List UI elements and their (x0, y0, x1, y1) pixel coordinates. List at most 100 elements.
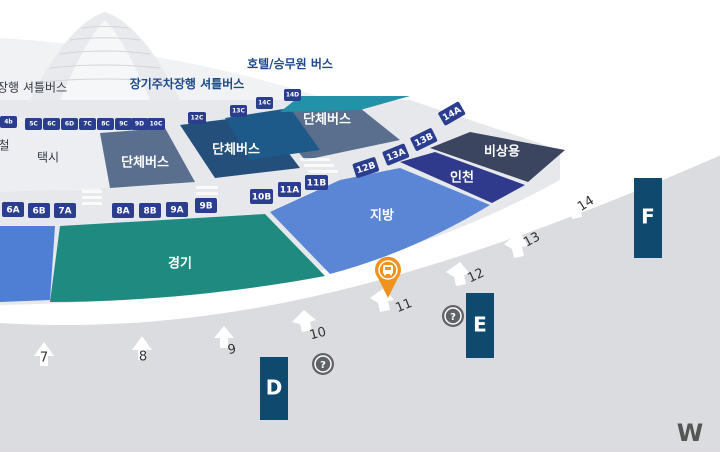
stop-tag: 13C (230, 105, 247, 117)
svg-text:4b: 4b (4, 119, 13, 126)
svg-text:10B: 10B (252, 193, 272, 203)
gate-number: 7 (40, 351, 48, 366)
label-taxi: 택시 (37, 151, 59, 165)
stop-tag: 9D (131, 118, 148, 130)
gate-numbers: 7 8 9 10 11 12 13 14 (40, 193, 597, 365)
zone-sign-f[interactable]: F (634, 178, 662, 258)
svg-text:9B: 9B (199, 202, 212, 212)
gate-number: 9 (227, 342, 238, 358)
zone-jibang (270, 168, 490, 274)
svg-text:12C: 12C (191, 115, 204, 122)
group-bus-zone-left (100, 128, 195, 188)
stop-tag: 6A (2, 202, 24, 217)
label-incheon: 인천 (450, 170, 474, 186)
label-hotel-crew-bus: 호텔/승무원 버스 (247, 56, 333, 71)
svg-text:5C: 5C (29, 121, 38, 128)
direction-arrow-icon (214, 326, 234, 348)
terminal-building (0, 12, 330, 100)
label-shuttle-left: 장행 셔틀버스 (0, 80, 67, 95)
stop-tag: 12B (352, 157, 380, 178)
stop-tag: 13A (382, 143, 410, 166)
bus-location-pin-icon[interactable] (375, 256, 401, 298)
gate-number: 13 (521, 229, 543, 250)
svg-text:9D: 9D (135, 121, 144, 128)
direction-arrow-icon (562, 192, 586, 219)
stop-tag: 7A (54, 203, 76, 218)
zone-sign-e[interactable]: E (466, 293, 494, 358)
stop-tag: 13B (410, 128, 438, 151)
svg-text:11B: 11B (307, 179, 327, 189)
svg-text:11A: 11A (280, 186, 300, 196)
gate-number: 11 (394, 296, 415, 316)
gate-number: 12 (465, 266, 486, 287)
svg-text:8A: 8A (116, 207, 129, 217)
info-help-icon[interactable]: ? (312, 353, 334, 375)
svg-text:F: F (641, 205, 655, 229)
gate-number: 10 (308, 325, 328, 344)
svg-text:13C: 13C (232, 108, 245, 115)
stop-tag: 9C (115, 118, 132, 130)
stop-tag: 11B (305, 175, 328, 190)
stop-tag: 4b (0, 116, 17, 128)
stop-tag: 12C (188, 112, 206, 124)
svg-text:9A: 9A (170, 206, 183, 216)
stop-tag: 11A (278, 182, 301, 197)
direction-arrow-icon (132, 336, 152, 360)
gate-number: 8 (139, 350, 147, 365)
direction-arrow-icon (504, 232, 528, 258)
stop-tag: 6D (61, 118, 78, 130)
stop-tag: 7C (79, 118, 96, 130)
label-group-bus-top: 단체버스 (303, 112, 351, 128)
direction-arrow-icon (34, 342, 54, 366)
stop-tag: 6C (43, 118, 60, 130)
label-taxi-partial: 철 (0, 139, 10, 153)
stop-tag: 14C (256, 97, 273, 109)
svg-text:9C: 9C (119, 121, 128, 128)
svg-text:7A: 7A (58, 207, 71, 217)
svg-text:10C: 10C (150, 121, 163, 128)
label-group-bus-mid: 단체버스 (212, 142, 260, 158)
stop-tag: 8C (97, 118, 114, 130)
zone-sign-d[interactable]: D (260, 357, 288, 420)
teal-strip (280, 96, 410, 112)
svg-text:6B: 6B (32, 207, 45, 217)
stop-tag: 10C (147, 118, 165, 130)
stop-tag: 8B (139, 203, 161, 218)
label-group-bus-left: 단체버스 (121, 155, 169, 171)
svg-text:8B: 8B (143, 207, 156, 217)
svg-text:6A: 6A (6, 206, 19, 216)
stop-tag: 8A (112, 203, 134, 218)
outer-road-edge (0, 145, 720, 326)
svg-text:14C: 14C (258, 100, 271, 107)
direction-arrow-icon (292, 310, 316, 332)
label-jibang: 지방 (370, 208, 394, 224)
stop-tag: 6B (28, 203, 50, 218)
stop-tag: 9B (195, 198, 217, 213)
label-emergency: 비상용 (484, 144, 520, 160)
svg-text:7C: 7C (83, 121, 92, 128)
zone-gyeonggi (50, 214, 325, 302)
stop-tag: 9A (166, 202, 188, 217)
zone-left-blue (0, 226, 55, 302)
svg-text:?: ? (450, 312, 456, 323)
zone-emergency (430, 132, 565, 182)
svg-text:?: ? (320, 360, 326, 371)
stop-tag: 10B (250, 189, 273, 204)
stop-tags-large: 6A 6B 7A 8A 8B 9A 9B 10B 11A 11B 12B 13A… (2, 101, 466, 218)
zone-incheon (400, 152, 525, 203)
direction-arrow-icon (446, 262, 470, 286)
group-bus-zone-mid-top (225, 108, 320, 160)
svg-text:6C: 6C (47, 121, 56, 128)
svg-text:8C: 8C (101, 121, 110, 128)
svg-text:6D: 6D (65, 121, 74, 128)
svg-text:14D: 14D (286, 92, 299, 99)
stop-tags-small: 4b 5C 6C 6D 7C 8C 9C 9D 10C 12C 13C 14C … (0, 89, 301, 130)
label-long-term-parking-shuttle: 장기주차장행 셔틀버스 (130, 76, 245, 91)
info-help-icon[interactable]: ? (442, 305, 464, 327)
svg-text:E: E (473, 313, 487, 337)
stop-tag: 5C (25, 118, 42, 130)
gate-number: 14 (575, 193, 597, 214)
compass-west-label: W (677, 419, 703, 447)
label-gyeonggi: 경기 (168, 256, 192, 272)
